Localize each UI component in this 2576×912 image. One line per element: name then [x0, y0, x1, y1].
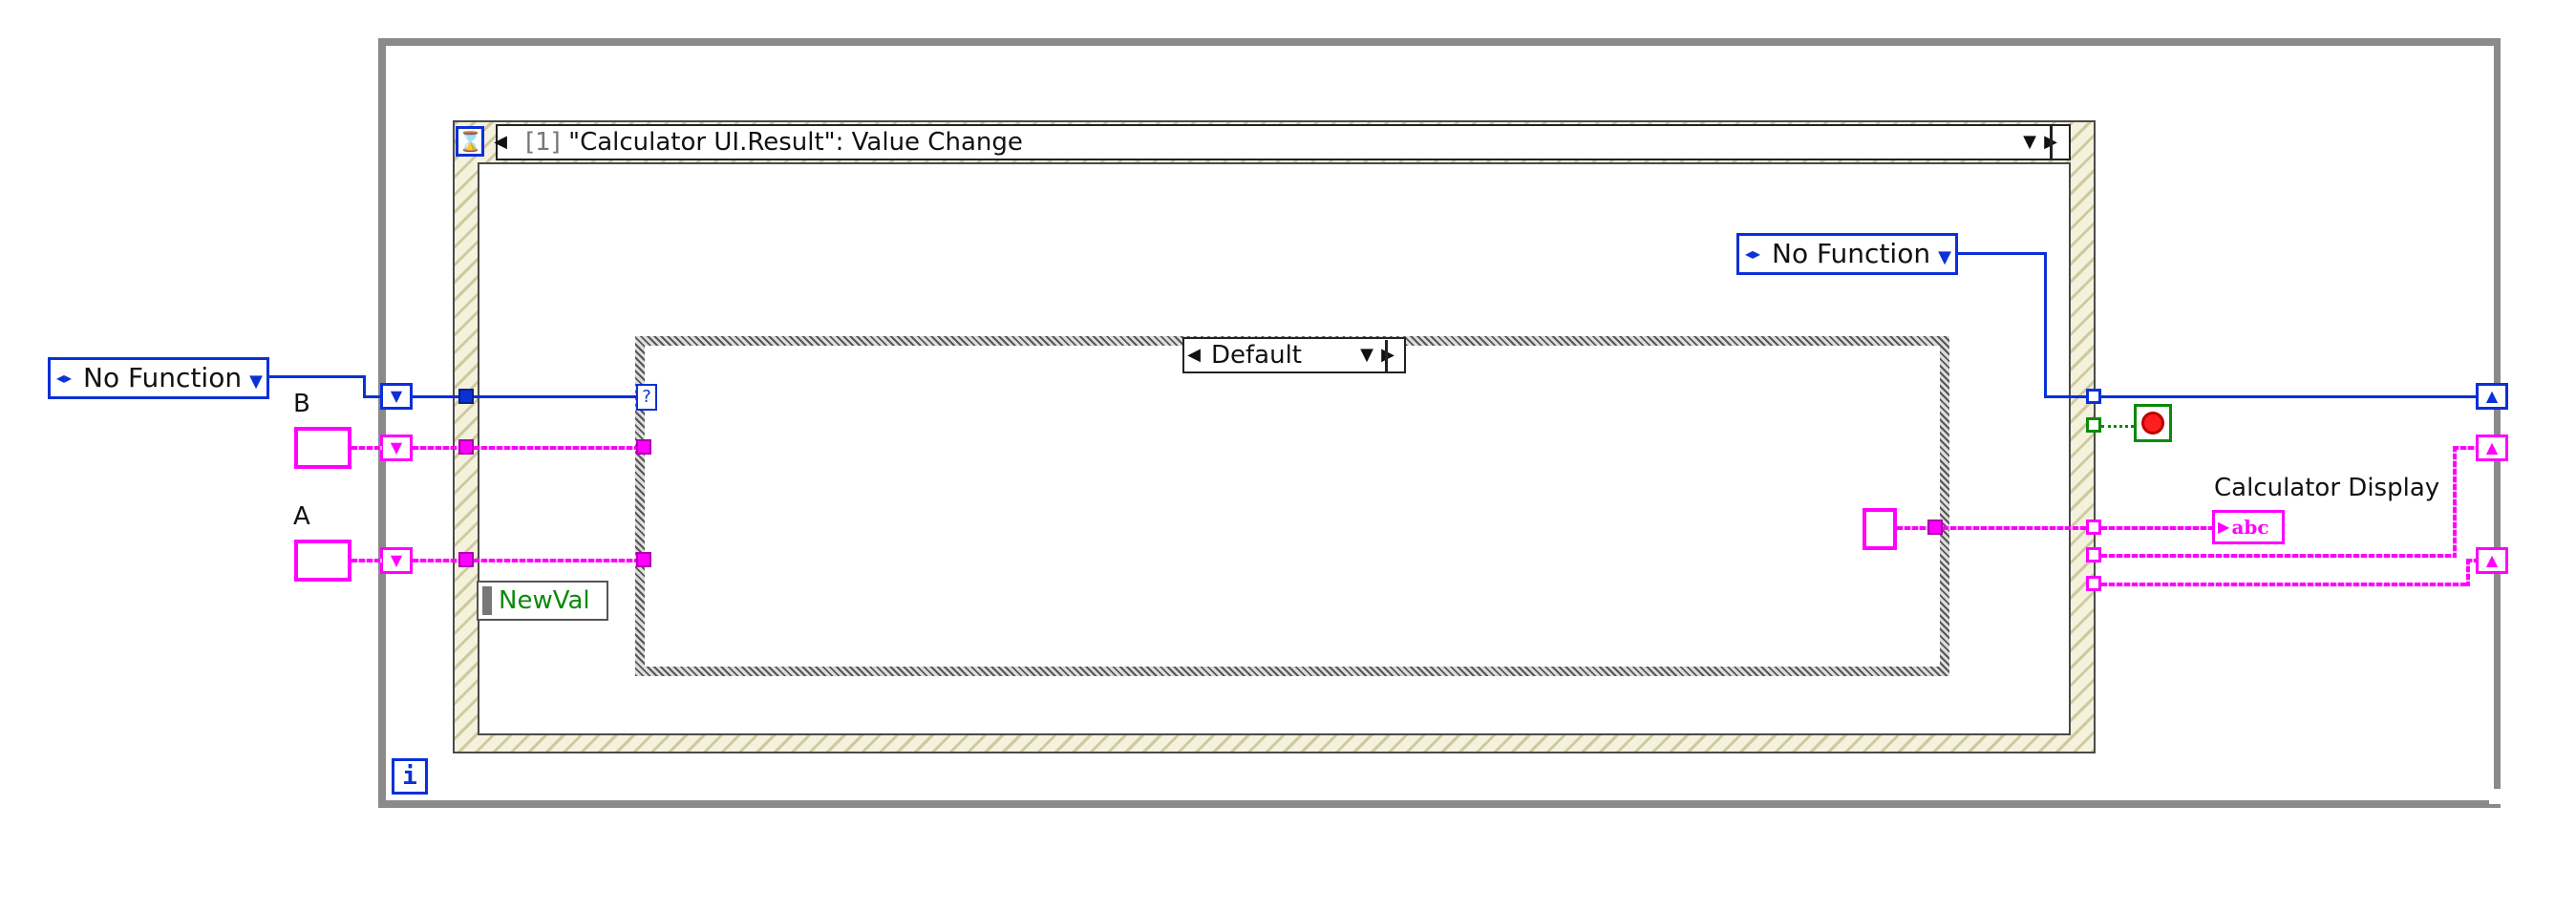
- string-indicator-terminal[interactable]: [2212, 510, 2285, 544]
- shift-register-b-right[interactable]: ▲: [2476, 435, 2508, 461]
- string-wire: [474, 559, 638, 562]
- case-tunnel-b[interactable]: [636, 439, 651, 455]
- enum-wire: [1958, 252, 2046, 255]
- event-case-label[interactable]: [1] "Calculator UI.Result": Value Change: [525, 128, 1023, 157]
- event-case-dropdown-icon[interactable]: ▼: [2023, 132, 2036, 152]
- enum-increment-icon: ◂▸: [56, 369, 73, 387]
- event-out-tunnel-a[interactable]: [2086, 576, 2101, 591]
- string-wire: [351, 559, 382, 562]
- string-wire: [413, 559, 460, 562]
- string-wire: [413, 446, 460, 450]
- case-selector[interactable]: [1182, 337, 1406, 373]
- string-constant[interactable]: [1863, 508, 1897, 550]
- enum-wire: [2044, 252, 2047, 397]
- string-wire: [474, 446, 638, 450]
- string-indicator-text: abc: [2231, 516, 2269, 539]
- shift-register-a-right[interactable]: ▲: [2476, 547, 2508, 574]
- boolean-wire: [2101, 425, 2134, 428]
- case-next-arrow-icon[interactable]: ▶: [1381, 345, 1394, 365]
- enum-wire: [363, 375, 366, 398]
- control-b-label: B: [293, 390, 310, 418]
- event-tunnel-a[interactable]: [458, 552, 474, 567]
- event-data-newval-label: NewVal: [499, 586, 590, 615]
- enum-constant-inner[interactable]: ◂▸ No Function ▼: [1736, 233, 1958, 275]
- case-selector-label: Default: [1211, 341, 1302, 370]
- string-wire: [351, 446, 382, 450]
- event-case-index: [1]: [525, 128, 561, 157]
- event-out-tunnel-b[interactable]: [2086, 547, 2101, 562]
- string-wire: [1943, 526, 2088, 530]
- stop-icon: [2141, 412, 2164, 435]
- shift-register-b-left[interactable]: ▼: [380, 435, 413, 461]
- string-wire: [2453, 446, 2457, 558]
- string-wire: [2101, 554, 2455, 558]
- event-data-node-handle: [482, 586, 492, 615]
- case-selector-divider: [1385, 340, 1388, 372]
- event-tunnel-enum[interactable]: [458, 389, 474, 404]
- enum-wire: [413, 395, 460, 398]
- control-a-terminal[interactable]: [294, 540, 351, 582]
- shift-register-enum-left[interactable]: ▼: [380, 383, 413, 410]
- string-wire: [2466, 559, 2470, 586]
- stop-condition-terminal[interactable]: [2134, 404, 2172, 442]
- enum-increment-icon: ◂▸: [1745, 244, 1761, 263]
- control-a-label: A: [293, 502, 310, 531]
- string-wire: [2453, 446, 2478, 450]
- enum-dropdown-icon: ▼: [249, 371, 263, 392]
- indicator-arrow-icon: ▶: [2218, 518, 2230, 536]
- enum-wire: [363, 395, 382, 398]
- while-loop-gap: [2489, 789, 2512, 804]
- enum-outer-label: No Function: [83, 362, 243, 393]
- string-wire: [2466, 559, 2478, 562]
- case-selector-terminal[interactable]: ?: [636, 384, 657, 411]
- case-dropdown-icon[interactable]: ▼: [1360, 345, 1373, 365]
- case-structure-diagram[interactable]: [645, 346, 1940, 667]
- event-case-name: "Calculator UI.Result": Value Change: [568, 128, 1023, 157]
- enum-wire: [2101, 395, 2478, 398]
- enum-wire: [269, 375, 365, 378]
- enum-wire: [2044, 395, 2088, 398]
- event-out-tunnel-enum[interactable]: [2086, 389, 2101, 404]
- prev-case-arrow-icon[interactable]: ◀: [494, 132, 507, 152]
- string-wire: [1897, 526, 1931, 530]
- header-divider: [2050, 126, 2053, 159]
- enum-wire: [474, 395, 638, 398]
- string-wire: [2101, 526, 2212, 530]
- case-output-tunnel[interactable]: [1927, 520, 1943, 535]
- control-b-terminal[interactable]: [294, 427, 351, 469]
- loop-iteration-terminal[interactable]: i: [392, 758, 428, 795]
- event-out-tunnel-display[interactable]: [2086, 520, 2101, 535]
- event-out-tunnel-stop[interactable]: [2086, 417, 2101, 433]
- while-loop[interactable]: [378, 38, 2501, 808]
- event-data-node[interactable]: [477, 581, 608, 621]
- shift-register-enum-right[interactable]: ▲: [2476, 383, 2508, 410]
- hourglass-icon[interactable]: ⌛: [456, 126, 484, 157]
- indicator-label: Calculator Display: [2214, 474, 2440, 502]
- event-tunnel-b[interactable]: [458, 439, 474, 455]
- shift-register-a-left[interactable]: ▼: [380, 547, 413, 574]
- enum-constant-outer[interactable]: ◂▸ No Function ▼: [48, 357, 269, 399]
- case-tunnel-a[interactable]: [636, 552, 651, 567]
- event-case-header[interactable]: [496, 124, 2071, 160]
- case-prev-arrow-icon[interactable]: ◀: [1187, 345, 1201, 365]
- enum-dropdown-icon: ▼: [1938, 247, 1951, 267]
- string-wire: [2101, 583, 2468, 586]
- enum-inner-label: No Function: [1772, 238, 1931, 269]
